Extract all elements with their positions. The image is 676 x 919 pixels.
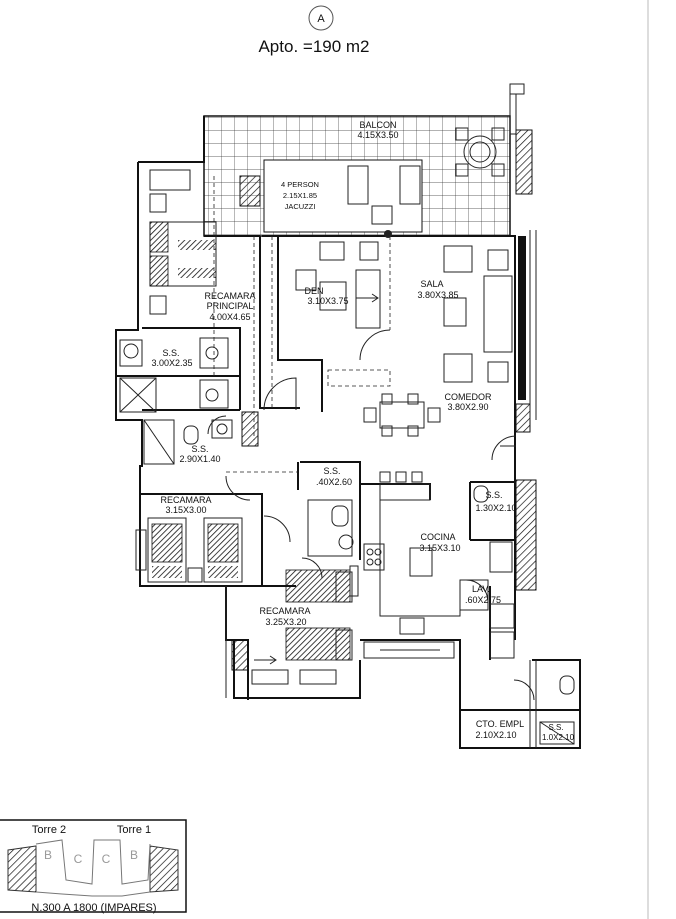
- label-recamara-3-dims: 3.25X3.20: [265, 617, 306, 627]
- label-recamara-3: RECAMARA: [259, 606, 310, 616]
- label-ss-2: S.S.: [191, 444, 208, 454]
- label-lav-dims: .60X2.75: [465, 595, 501, 605]
- key-unit-2: C: [74, 852, 83, 866]
- master-bed: [149, 221, 217, 287]
- label-den-dims: 3.10X3.75: [307, 296, 348, 306]
- label-recamara-principal-1: RECAMARA: [204, 291, 255, 301]
- key-tower-left: Torre 2: [32, 824, 66, 836]
- door-swings: [207, 329, 535, 701]
- label-lav: LAV.: [472, 584, 490, 594]
- label-ss-principal-dims: 3.00X2.35: [151, 358, 192, 368]
- key-unit-4: B: [130, 848, 138, 862]
- label-balcon: BALCON: [359, 120, 396, 130]
- label-ss-2-dims: 2.90X1.40: [179, 454, 220, 464]
- patio-table: [455, 127, 505, 177]
- key-unit-1: B: [44, 848, 52, 862]
- label-ss-4: S.S.: [485, 490, 502, 500]
- label-balcon-dims: 4.15X3.50: [357, 130, 398, 140]
- key-caption: N.300 A 1800 (IMPARES): [31, 902, 156, 914]
- label-ss-3: S.S.: [323, 466, 340, 476]
- label-sala-dims: 3.80X3.85: [417, 290, 458, 300]
- label-sala: SALA: [420, 279, 443, 289]
- label-recamara-2: RECAMARA: [160, 495, 211, 505]
- label-ss-principal: S.S.: [162, 348, 179, 358]
- label-cocina-dims: 3.15X3.10: [419, 543, 460, 553]
- label-cocina: COCINA: [420, 532, 455, 542]
- unit-marker-circle: [308, 5, 334, 31]
- label-ss-4-dims: 1.30X2.10: [475, 503, 516, 513]
- page-title: Apto. =190 m2: [258, 37, 369, 56]
- label-comedor: COMEDOR: [445, 392, 493, 402]
- label-cto-empl-dims: 2.10X2.10: [475, 730, 516, 740]
- unit-header: A Apto. =190 m2: [258, 5, 370, 56]
- walls: [115, 116, 581, 749]
- unit-marker: A: [317, 13, 325, 25]
- dining-table: [379, 401, 425, 429]
- label-recamara-2-dims: 3.15X3.00: [165, 505, 206, 515]
- label-cto-empl: CTO. EMPL: [476, 719, 524, 729]
- label-jacuzzi-3: JACUZZI: [285, 202, 316, 211]
- label-recamara-principal-dims: 4.00X4.65: [209, 312, 250, 322]
- label-recamara-principal-2: PRINCIPAL: [207, 301, 254, 311]
- label-den: DEN: [304, 286, 323, 296]
- jacuzzi: [263, 159, 423, 233]
- label-ss-5: S.S.: [548, 723, 563, 732]
- room-labels: BALCON 4.15X3.50 4 PERSON 2.15X1.85 JACU…: [151, 120, 574, 742]
- furniture: [119, 169, 575, 748]
- label-ss-3-dims: .40X2.60: [316, 477, 352, 487]
- key-plan: Torre 2 Torre 1 B C C B N.300 A 1800 (IM…: [0, 819, 187, 914]
- structural-columns: [231, 129, 537, 671]
- balcony: [203, 83, 525, 237]
- label-comedor-dims: 3.80X2.90: [447, 402, 488, 412]
- label-jacuzzi-2: 2.15X1.85: [283, 191, 317, 200]
- label-jacuzzi-1: 4 PERSON: [281, 180, 319, 189]
- label-ss-5-dims: 1.0X2.10: [542, 733, 575, 742]
- key-tower-right: Torre 1: [117, 824, 151, 836]
- key-unit-3: C: [102, 852, 111, 866]
